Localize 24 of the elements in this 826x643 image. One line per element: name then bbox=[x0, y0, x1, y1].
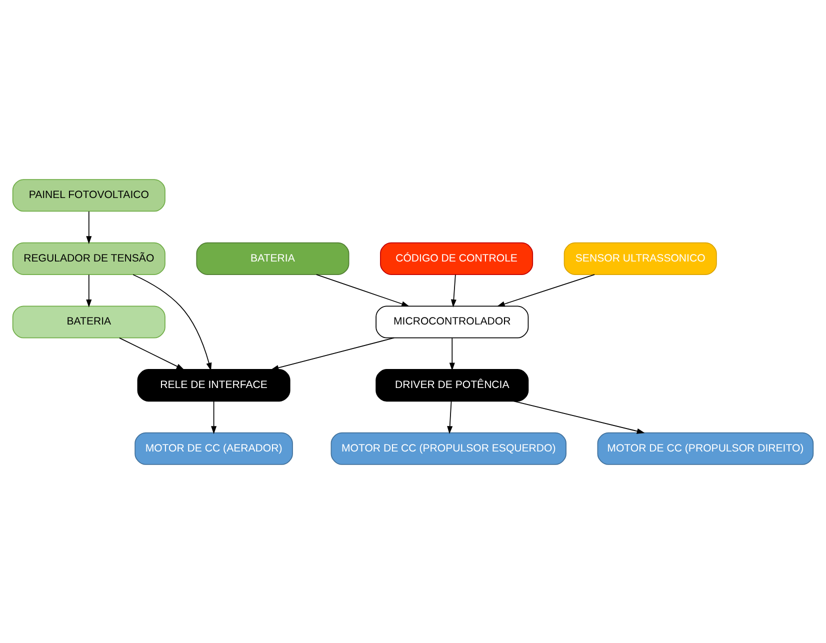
node-box: SENSOR ULTRASSONICO bbox=[564, 242, 717, 274]
arrow bbox=[86, 274, 92, 307]
node-box: DRIVER DE POTÊNCIA bbox=[376, 368, 529, 402]
node-box: PAINEL FOTOVOLTAICO bbox=[12, 178, 166, 212]
arrow bbox=[316, 274, 410, 306]
arrow bbox=[496, 274, 595, 306]
arrow bbox=[513, 400, 645, 434]
node-box: RELE DE INTERFACE bbox=[137, 368, 290, 402]
node-box: MOTOR DE CC (AERADOR) bbox=[134, 432, 293, 464]
arrow bbox=[211, 400, 217, 434]
arrow bbox=[450, 274, 456, 307]
arrow bbox=[86, 210, 92, 244]
arrow bbox=[270, 336, 395, 370]
node-box: BATERIA bbox=[12, 305, 166, 338]
arrow bbox=[119, 337, 184, 370]
node-box: MICROCONTROLADOR bbox=[376, 305, 529, 338]
node-box: REGULADOR DE TENSÃO bbox=[12, 242, 166, 274]
node-box: BATERIA bbox=[196, 242, 350, 274]
arrow bbox=[449, 337, 455, 370]
arrow bbox=[132, 274, 212, 370]
node-box: CÓDIGO DE CONTROLE bbox=[380, 242, 534, 274]
arrow bbox=[447, 400, 453, 434]
node-box: MOTOR DE CC (PROPULSOR ESQUERDO) bbox=[330, 432, 566, 464]
node-box: MOTOR DE CC (PROPULSOR DIREITO) bbox=[597, 432, 814, 464]
